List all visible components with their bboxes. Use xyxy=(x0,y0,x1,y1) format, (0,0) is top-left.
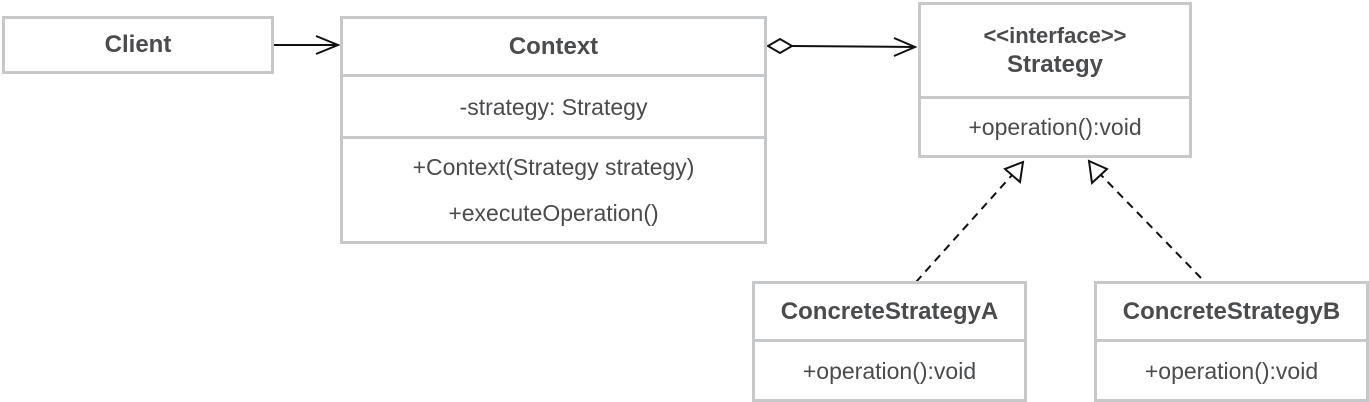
client-class-name: Client xyxy=(104,31,172,58)
concrete-a-realization xyxy=(915,160,1025,283)
concrete-strategy-b-name: ConcreteStrategyB xyxy=(1122,297,1341,325)
strategy-header: <<interface>> Strategy xyxy=(921,5,1189,96)
strategy-interface: <<interface>> Strategy +operation():void xyxy=(918,2,1192,158)
concrete-strategy-b-method: +operation():void xyxy=(1144,357,1319,384)
strategy-class-name: Strategy xyxy=(1006,50,1104,78)
context-class: Context -strategy: Strategy +Context(Str… xyxy=(340,16,767,244)
context-class-name: Context xyxy=(508,32,599,60)
concrete-strategy-a-class: ConcreteStrategyA +operation():void xyxy=(752,281,1027,402)
concrete-strategy-b-class: ConcreteStrategyB +operation():void xyxy=(1094,281,1369,402)
context-strategy-aggregation xyxy=(766,37,918,57)
client-class: Client xyxy=(2,16,274,74)
aggregation-diamond-icon xyxy=(766,37,794,55)
arrow-head-icon xyxy=(893,37,918,57)
context-methods: +Context(Strategy strategy) +executeOper… xyxy=(343,136,764,241)
concrete-strategy-b-methods: +operation():void xyxy=(1097,339,1366,399)
strategy-methods: +operation():void xyxy=(921,96,1189,155)
concrete-strategy-a-methods: +operation():void xyxy=(755,339,1024,399)
client-context-association xyxy=(273,35,341,55)
arrow-head-icon xyxy=(315,35,341,55)
realization-triangle-icon xyxy=(1087,159,1109,186)
context-method: +executeOperation() xyxy=(448,200,659,226)
realization-triangle-icon xyxy=(1003,160,1025,184)
concrete-strategy-a-name: ConcreteStrategyA xyxy=(780,297,999,325)
strategy-method: +operation():void xyxy=(968,114,1142,140)
context-attributes: -strategy: Strategy xyxy=(343,74,764,136)
strategy-stereotype: <<interface>> xyxy=(983,22,1127,48)
context-method: +Context(Strategy strategy) xyxy=(412,154,695,180)
concrete-b-realization xyxy=(1087,159,1202,279)
context-attribute: -strategy: Strategy xyxy=(459,93,648,120)
concrete-strategy-a-method: +operation():void xyxy=(802,357,977,384)
